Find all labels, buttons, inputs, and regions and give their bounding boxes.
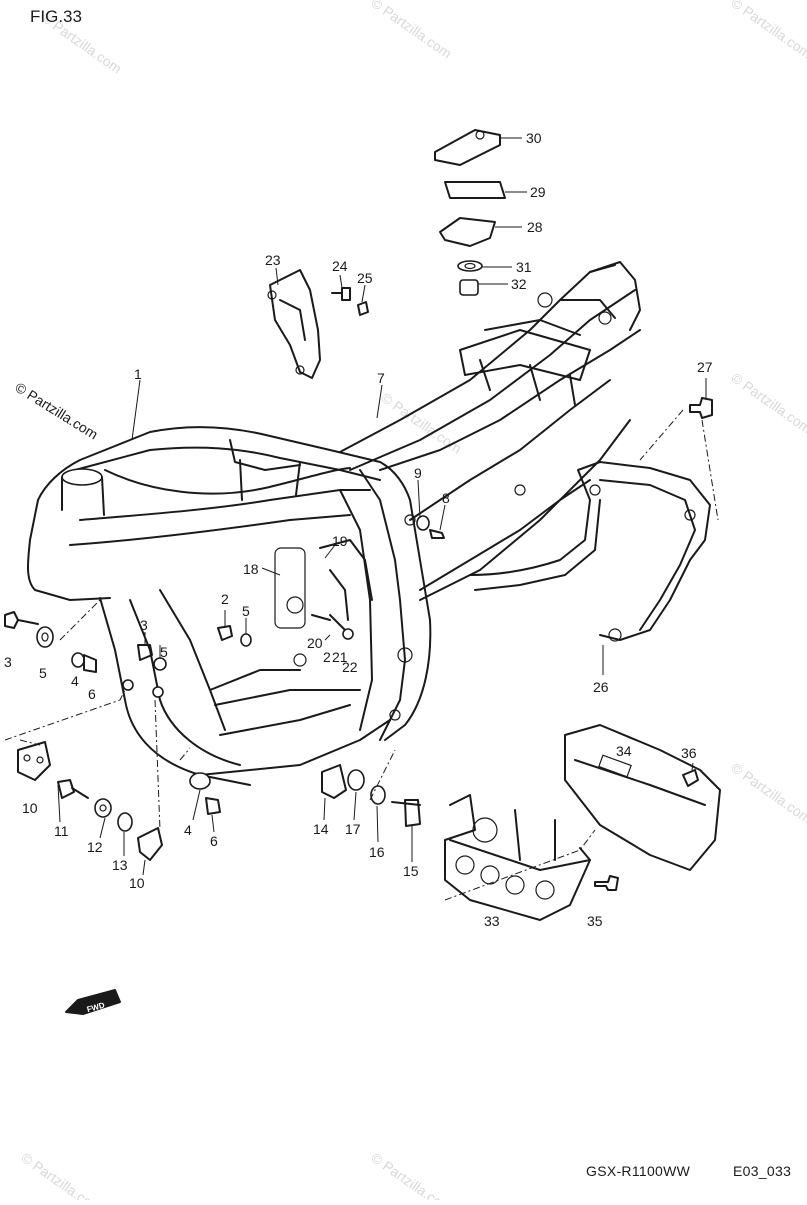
callout-25: 25 [357, 270, 373, 286]
callout-1: 1 [134, 366, 142, 382]
callout-2: 2 [221, 591, 229, 607]
callout-5: 5 [242, 603, 250, 619]
leader-lines [57, 379, 446, 876]
callout-31: 31 [516, 259, 532, 275]
callout-3: 3 [140, 617, 148, 633]
callout-24: 24 [332, 258, 348, 274]
callout-36: 36 [681, 745, 697, 761]
callout-3: 3 [4, 654, 12, 670]
callout-4: 4 [71, 673, 79, 689]
callout-8: 8 [442, 490, 450, 506]
watermark: © Partzilla.com [728, 0, 807, 62]
callout-19: 19 [332, 533, 348, 549]
callout-29: 29 [530, 184, 546, 200]
copyright-mark: © Partzilla.com [12, 379, 100, 443]
fwd-arrow-icon [65, 989, 121, 1015]
callout-17: 17 [345, 821, 361, 837]
callout-14: 14 [313, 821, 329, 837]
callout-18: 18 [243, 561, 259, 577]
watermark: © Partzilla.com [18, 1149, 104, 1200]
callout-28: 28 [527, 219, 543, 235]
callout-30: 30 [526, 130, 542, 146]
callout-20: 20 [307, 635, 323, 651]
callout-32: 32 [511, 276, 527, 292]
callout-21: 21 [332, 649, 348, 665]
lower-cover-group [444, 724, 721, 921]
figure-code: E03_033 [733, 1163, 791, 1179]
callout-2: 2 [323, 649, 331, 665]
alignment-lines [4, 599, 396, 831]
watermark: © Partzilla.com [728, 759, 807, 826]
callout-11: 11 [54, 823, 69, 839]
callout-35: 35 [587, 913, 603, 929]
callout-7: 7 [377, 370, 385, 386]
figure-label: FIG.33 [30, 7, 82, 26]
callout-23: 23 [265, 252, 281, 268]
watermark: © Partzilla.com [368, 1149, 454, 1200]
callout-13: 13 [112, 857, 128, 873]
callout-9: 9 [414, 465, 422, 481]
watermark: © Partzilla.com [728, 369, 807, 436]
callout-26: 26 [593, 679, 609, 695]
watermark-layer: © Partzilla.com © Partzilla.com © Partzi… [18, 0, 807, 1205]
callout-6: 6 [88, 686, 96, 702]
callout-12: 12 [87, 839, 103, 855]
callout-10: 10 [22, 800, 38, 816]
callout-10: 10 [129, 875, 145, 891]
callout-15: 15 [403, 863, 419, 879]
left-hardware-group [4, 515, 445, 1015]
callout-5: 5 [160, 644, 168, 660]
callout-6: 6 [210, 833, 218, 849]
callout-16: 16 [369, 844, 385, 860]
bracket-23-group [267, 267, 369, 379]
watermark: © Partzilla.com [368, 0, 454, 62]
callout-22: 22 [342, 659, 358, 675]
seat-hardware-stack [434, 129, 527, 296]
bracket-26-group [469, 378, 719, 675]
seat-rail-drawing [339, 261, 641, 601]
callout-33: 33 [484, 913, 500, 929]
model-code: GSX-R1100WW [586, 1163, 691, 1179]
callout-4: 4 [184, 822, 192, 838]
callout-5: 5 [39, 665, 47, 681]
callout-34: 34 [616, 743, 632, 759]
callout-labels: 1 2 2 3 3 4 4 5 5 5 6 6 7 8 9 10 10 11 1… [4, 130, 713, 929]
main-frame-drawing [27, 426, 432, 786]
callout-27: 27 [697, 359, 713, 375]
